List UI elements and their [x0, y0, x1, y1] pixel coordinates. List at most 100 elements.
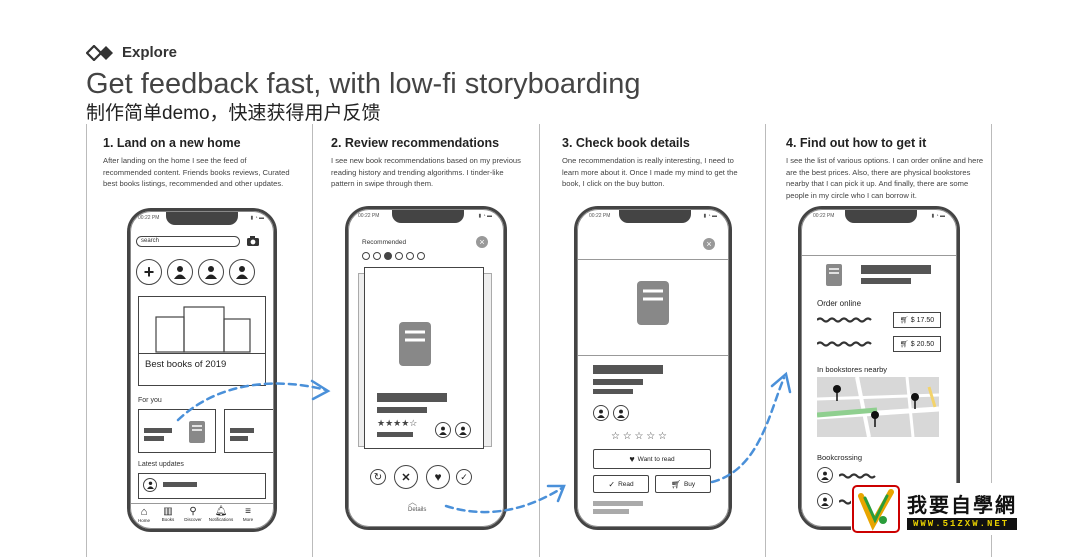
text-placeholder — [230, 428, 254, 433]
cart-icon: 🛒︎ — [899, 341, 909, 348]
text-placeholder — [593, 509, 629, 514]
price-button[interactable]: 🛒︎$ 17.50 — [893, 312, 941, 328]
read-label: Read — [618, 480, 634, 488]
page-title: Get feedback fast, with low-fi storyboar… — [86, 68, 641, 100]
bookcrossing-heading: Bookcrossing — [817, 453, 863, 462]
books-illustration-icon — [155, 306, 251, 353]
book-icon — [637, 281, 669, 325]
nav-home[interactable]: ⌂Home — [134, 506, 154, 523]
want-to-read-button[interactable]: ♥ Want to read — [593, 449, 711, 469]
text-placeholder — [593, 501, 643, 506]
brand: Explore — [86, 44, 177, 61]
for-you-heading: For you — [138, 397, 162, 404]
bottom-nav: ⌂Home ▥Books ⚲Discover 🔔︎Notifications ≡… — [130, 503, 274, 529]
text-placeholder — [593, 389, 633, 394]
friend-avatar[interactable] — [167, 259, 193, 285]
divider — [801, 255, 957, 256]
friend-avatar — [435, 422, 451, 438]
cart-icon: 🛒︎ — [670, 479, 681, 489]
panel-description: I see new book recommendations based on … — [331, 156, 521, 189]
nav-discover[interactable]: ⚲Discover — [182, 506, 204, 522]
map-pin-icon — [833, 385, 841, 401]
nav-more[interactable]: ≡More — [238, 506, 258, 522]
dismiss-button[interactable]: ✕ — [394, 465, 418, 489]
nav-notifications[interactable]: 🔔︎Notifications — [206, 506, 236, 522]
rating-input[interactable]: ☆ ☆ ☆ ☆ ☆ — [611, 431, 667, 442]
buy-button[interactable]: 🛒︎ Buy — [655, 475, 711, 493]
panel-title: 2. Review recommendations — [331, 136, 500, 150]
search-input[interactable]: search — [136, 236, 240, 247]
avatar — [143, 478, 157, 492]
recommendation-card[interactable] — [138, 409, 216, 453]
divider — [577, 355, 729, 356]
friend-avatar[interactable] — [817, 467, 833, 483]
page-subtitle: 制作简单demo，快速获得用户反馈 — [86, 103, 381, 124]
details-link[interactable]: Details — [408, 507, 427, 513]
book-icon — [826, 264, 842, 286]
featured-card[interactable]: Best books of 2019 — [138, 296, 266, 386]
panel-description: After landing on the home I see the feed… — [103, 156, 290, 189]
like-button[interactable]: ♥ — [426, 465, 450, 489]
recommendation-card[interactable]: ★★★★☆ — [364, 267, 484, 449]
add-friend-button[interactable]: + — [136, 259, 162, 285]
storyboard-panel-1: 1. Land on a new home After landing on t… — [86, 124, 312, 557]
price-label: $ 17.50 — [910, 316, 935, 324]
check-icon[interactable]: ✓ — [456, 469, 472, 485]
divider — [577, 259, 729, 260]
watermark-url: WWW.51ZXW.NET — [907, 517, 1017, 530]
phone-notch — [392, 209, 464, 223]
header: Explore — [86, 44, 177, 61]
price-button[interactable]: 🛒︎$ 20.50 — [893, 336, 941, 352]
text-placeholder — [377, 407, 427, 413]
recommendation-card[interactable] — [224, 409, 274, 453]
status-time: 00:22 PM — [589, 213, 611, 219]
panel-title: 3. Check book details — [562, 136, 690, 150]
status-icons: ▮ ◔ ▬ — [478, 213, 492, 219]
seller-name-scribble — [817, 317, 872, 323]
phone-notch — [845, 209, 917, 223]
undo-icon[interactable]: ↻ — [370, 469, 386, 485]
text-placeholder — [163, 482, 197, 487]
home-icon: ⌂ — [140, 506, 148, 518]
heart-icon: ♥ — [629, 454, 635, 464]
text-placeholder — [144, 436, 164, 441]
text-placeholder — [861, 278, 911, 284]
close-icon[interactable]: × — [703, 238, 715, 250]
want-to-read-label: Want to read — [637, 455, 675, 463]
friend-avatar[interactable] — [198, 259, 224, 285]
panel-title: 1. Land on a new home — [103, 136, 241, 150]
phone-notch — [166, 211, 238, 225]
phone-mockup: 00:22 PM ▮ ◔ ▬ search + Best books of 20… — [127, 208, 277, 532]
map-view[interactable] — [817, 377, 939, 437]
explore-logo-icon — [86, 44, 113, 61]
friend-avatar — [593, 405, 609, 421]
friend-avatar[interactable] — [817, 493, 833, 509]
price-label: $ 20.50 — [910, 340, 935, 348]
status-time: 00:22 PM — [358, 213, 380, 219]
nav-label: Notifications — [208, 517, 234, 522]
phone-mockup: 00:22 PM ▮ ◔ ▬ Order online 🛒︎$ 17.50 🛒︎… — [798, 206, 960, 530]
status-icons: ▮ ◔ ▬ — [931, 213, 945, 219]
bell-icon: 🔔︎ — [214, 506, 228, 517]
read-button[interactable]: ✓ Read — [593, 475, 649, 493]
phone-notch — [619, 209, 691, 223]
nav-label: More — [242, 517, 254, 522]
text-placeholder — [377, 432, 413, 437]
watermark-logo-icon — [852, 485, 900, 533]
update-item[interactable] — [138, 473, 266, 499]
chevron-up-icon[interactable]: ︿ — [408, 497, 418, 507]
text-placeholder — [593, 379, 643, 385]
title-placeholder — [861, 265, 931, 274]
friend-avatar[interactable] — [229, 259, 255, 285]
friend-avatar — [613, 405, 629, 421]
nav-books[interactable]: ▥Books — [158, 506, 178, 522]
storyboard-panel-2: 2. Review recommendations I see new book… — [312, 124, 539, 557]
panel-description: One recommendation is really interesting… — [562, 156, 738, 189]
watermark-text: 我要自學網 — [907, 494, 1017, 517]
search-placeholder: search — [141, 238, 160, 244]
close-icon[interactable]: × — [476, 236, 488, 248]
map-pin-icon — [911, 393, 919, 409]
camera-icon[interactable] — [246, 235, 260, 247]
nav-label: Home — [137, 518, 150, 523]
rating-stars: ★★★★☆ — [377, 418, 418, 428]
